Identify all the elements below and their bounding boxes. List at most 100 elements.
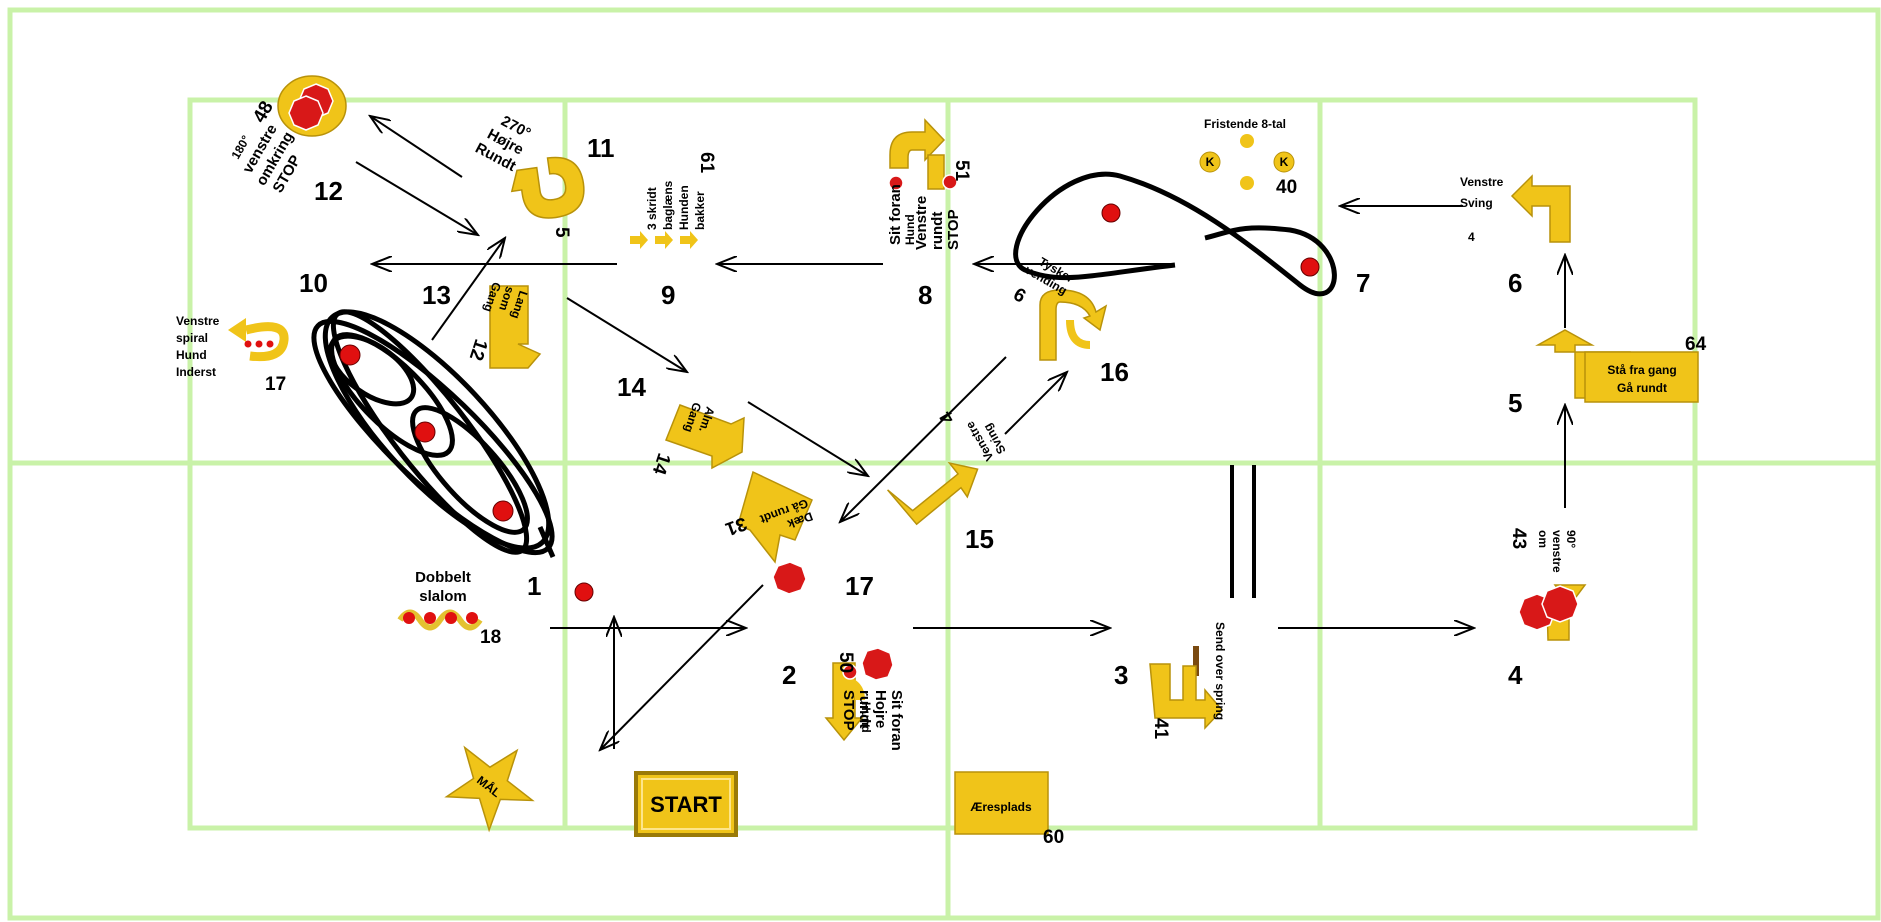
svg-text:Venstre: Venstre (1460, 175, 1504, 189)
double-slalom-sign: Dobbelt slalom 18 (397, 569, 501, 648)
station-number-11: 11 (587, 133, 615, 163)
svg-text:bakker: bakker (693, 191, 707, 230)
station-numbers: 1 2 3 4 5 6 7 8 9 10 11 12 13 14 15 16 1… (299, 133, 1523, 690)
jump-bars (1230, 465, 1256, 598)
svg-text:Dobbelt: Dobbelt (415, 569, 471, 586)
station-number-6: 6 (1508, 268, 1522, 298)
figure-eight-loop (1013, 171, 1337, 297)
sign-id: 17 (265, 374, 286, 395)
svg-text:Inderst: Inderst (176, 365, 216, 379)
cone-marker (492, 500, 514, 522)
svg-text:STOP: STOP (840, 690, 857, 731)
station-number-17: 17 (845, 571, 874, 601)
svg-text:Gå rundt: Gå rundt (1617, 381, 1667, 395)
left-spiral-sign: Venstre spiral Hund Inderst 17 (176, 314, 289, 395)
stand-from-walk-sign: Stå fra gang Gå rundt 64 (1535, 329, 1707, 403)
svg-text:Fristende 8-tal: Fristende 8-tal (1204, 117, 1286, 131)
svg-text:3 skridt: 3 skridt (645, 187, 659, 230)
arrow-14-to-15 (747, 401, 868, 476)
svg-text:Hund: Hund (176, 348, 207, 362)
backward-steps-sign: 3 skridt baglæns Hunden bakker 61 (630, 152, 717, 249)
send-over-jump-sign: Send over spring 41 (1149, 622, 1227, 740)
honor-place-label: Æresplads (970, 800, 1032, 814)
right-turn-270-sign: 270° Højre Rundt 5 (472, 113, 585, 238)
svg-text:Venstre: Venstre (176, 314, 220, 328)
sign-id: 64 (1685, 334, 1707, 355)
arrow-16-to-17 (840, 356, 1007, 522)
finish-star-sign: MÅL (444, 745, 535, 833)
left-turn-90-sign: 90° venstre om 43 (1508, 528, 1587, 641)
svg-text:slalom: slalom (419, 588, 467, 605)
station-number-9: 9 (661, 280, 675, 310)
station-number-1: 1 (527, 571, 541, 601)
station-number-13: 13 (422, 280, 451, 310)
arrow-15-to-16 (1004, 372, 1067, 435)
station-number-3: 3 (1114, 660, 1128, 690)
sign-id: 14 (648, 450, 675, 477)
svg-text:Hund: Hund (859, 702, 873, 733)
svg-text:Sving: Sving (1460, 196, 1493, 210)
svg-text:Send over spring: Send over spring (1213, 622, 1227, 720)
svg-text:STOP: STOP (945, 209, 962, 250)
arrow-12-to-11 (355, 161, 478, 235)
station-number-15: 15 (965, 524, 994, 554)
svg-text:venstre: venstre (1550, 530, 1564, 573)
cone-marker (414, 421, 436, 443)
station-number-10: 10 (299, 268, 328, 298)
svg-text:Stå fra gang: Stå fra gang (1607, 363, 1676, 377)
svg-text:Hunden: Hunden (677, 185, 691, 230)
start-button[interactable]: START (634, 771, 738, 837)
arrow-13 (431, 238, 505, 341)
sign-id: 61 (696, 152, 717, 174)
sit-front-left-sign: Sit foran Hund Venstre rundt STOP 51 (887, 118, 972, 250)
cone-marker (1101, 203, 1121, 223)
star-icon (444, 745, 535, 833)
left-turn-sign: Venstre Sving 4 (1460, 174, 1571, 244)
figure-eight-sign: Fristende 8-tal K K 40 (1199, 117, 1297, 198)
cone-marker (339, 344, 361, 366)
svg-text:baglæns: baglæns (661, 180, 675, 230)
sign-id: 43 (1508, 528, 1529, 549)
svg-text:K: K (1206, 155, 1215, 169)
honor-place-sign: Æresplads 60 (954, 771, 1064, 848)
start-cone-marker (574, 582, 594, 602)
svg-text:K: K (1280, 155, 1289, 169)
sign-id: 12 (465, 336, 492, 363)
field-grid (7, 7, 1881, 921)
sign-id: 6 (1010, 284, 1030, 307)
slow-walk-sign: Lang som Gang 12 (465, 280, 542, 369)
sign-id: 18 (480, 627, 501, 648)
sign-id: 51 (951, 160, 972, 182)
station-number-12: 12 (314, 176, 343, 206)
station-number-14: 14 (617, 372, 646, 402)
sign-id: 40 (1276, 177, 1297, 198)
svg-text:Sit foran: Sit foran (887, 184, 904, 245)
station-number-2: 2 (782, 660, 796, 690)
svg-text:rundt: rundt (856, 690, 873, 728)
station-number-7: 7 (1356, 268, 1370, 298)
svg-text:om: om (1536, 530, 1550, 548)
station-number-8: 8 (918, 280, 932, 310)
svg-text:Hund: Hund (903, 214, 917, 245)
arrow-9-to-14 (566, 297, 687, 372)
svg-text:Hojre: Hojre (872, 690, 889, 728)
slalom-loops (311, 309, 556, 558)
sign-id: 4 (1468, 230, 1475, 244)
sit-front-right-sign: Sit foran Hojre rundt STOP Hund 50 (824, 647, 905, 751)
flow-arrows (355, 116, 1565, 750)
svg-text:spiral: spiral (176, 331, 208, 345)
svg-text:Sit foran: Sit foran (888, 690, 905, 751)
sign-id: 41 (1150, 718, 1171, 740)
sign-id: 5 (551, 227, 572, 238)
cone-marker (1300, 257, 1320, 277)
station-number-16: 16 (1100, 357, 1129, 387)
sign-id: 50 (835, 652, 856, 673)
station-number-4: 4 (1508, 660, 1523, 690)
down-walk-around-sign: Dæk Gå rundt 31 (722, 470, 815, 595)
sign-id: 60 (1043, 827, 1064, 848)
arrow-17-to-maal (600, 584, 764, 750)
station-number-5: 5 (1508, 388, 1522, 418)
svg-text:Venstre: Venstre (913, 196, 930, 250)
normal-walk-sign: Alm. Gang 14 (648, 401, 745, 477)
